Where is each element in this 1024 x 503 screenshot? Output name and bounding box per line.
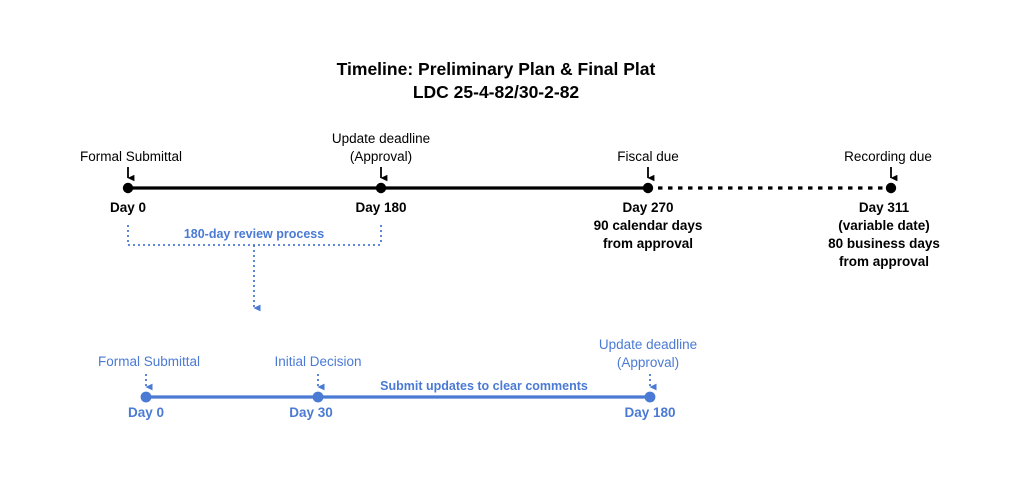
main-milestone-2-detail-1: 90 calendar days xyxy=(594,218,703,233)
main-milestone-3-dot xyxy=(885,182,897,194)
main-milestone-1-day: Day 180 xyxy=(355,200,406,215)
main-milestone-2-detail-2: from approval xyxy=(603,236,693,251)
detail-milestone-1-label: Initial Decision xyxy=(274,354,361,369)
main-timeline: Formal Submittal Day 0 Update deadline (… xyxy=(80,131,940,269)
detail-milestone-formal-submittal: Formal Submittal Day 0 xyxy=(98,354,200,420)
detail-milestone-2-day: Day 180 xyxy=(624,405,675,420)
main-milestone-0-dot xyxy=(122,182,134,194)
main-milestone-0-label: Formal Submittal xyxy=(80,149,182,164)
main-milestone-recording-due: Recording due Day 311 (variable date) 80… xyxy=(828,149,940,269)
main-milestone-3-day: Day 311 xyxy=(859,200,910,215)
review-process-bracket: 180-day review process xyxy=(127,225,382,312)
detail-milestone-update-deadline: Update deadline (Approval) Day 180 xyxy=(599,337,697,420)
title-line-1: Timeline: Preliminary Plan & Final Plat xyxy=(337,59,656,79)
main-milestone-1-sublabel: (Approval) xyxy=(350,149,412,164)
detail-milestone-2-dot xyxy=(644,391,656,403)
main-milestone-1-dot xyxy=(375,182,387,194)
main-milestone-2-dot xyxy=(642,182,654,194)
main-milestone-3-label: Recording due xyxy=(844,149,932,164)
main-milestone-fiscal-due: Fiscal due Day 270 90 calendar days from… xyxy=(594,149,703,251)
detail-milestone-0-day: Day 0 xyxy=(128,405,164,420)
detail-milestone-0-dot xyxy=(140,391,152,403)
detail-milestone-2-label: Update deadline xyxy=(599,337,697,352)
detail-timeline-annotation: Submit updates to clear comments xyxy=(380,379,588,393)
main-milestone-0-day: Day 0 xyxy=(110,200,146,215)
main-milestone-update-deadline: Update deadline (Approval) Day 180 xyxy=(332,131,430,215)
main-milestone-formal-submittal: Formal Submittal Day 0 xyxy=(80,149,182,215)
main-milestone-3-detail-2: 80 business days xyxy=(828,236,940,251)
title-line-2: LDC 25-4-82/30-2-82 xyxy=(413,82,580,102)
detail-milestone-2-sublabel: (Approval) xyxy=(617,355,679,370)
main-milestone-3-detail-1: (variable date) xyxy=(838,218,930,233)
main-milestone-1-label: Update deadline xyxy=(332,131,430,146)
detail-milestone-0-label: Formal Submittal xyxy=(98,354,200,369)
bracket-label: 180-day review process xyxy=(184,227,324,241)
main-milestone-3-detail-3: from approval xyxy=(839,254,929,269)
main-milestone-2-label: Fiscal due xyxy=(617,149,679,164)
chart-title: Timeline: Preliminary Plan & Final Plat … xyxy=(337,59,656,102)
detail-milestone-initial-decision: Initial Decision Day 30 xyxy=(274,354,361,420)
detail-milestone-1-dot xyxy=(312,391,324,403)
main-milestone-2-day: Day 270 xyxy=(622,200,673,215)
detail-timeline: Submit updates to clear comments Formal … xyxy=(98,337,697,420)
detail-milestone-1-day: Day 30 xyxy=(289,405,333,420)
